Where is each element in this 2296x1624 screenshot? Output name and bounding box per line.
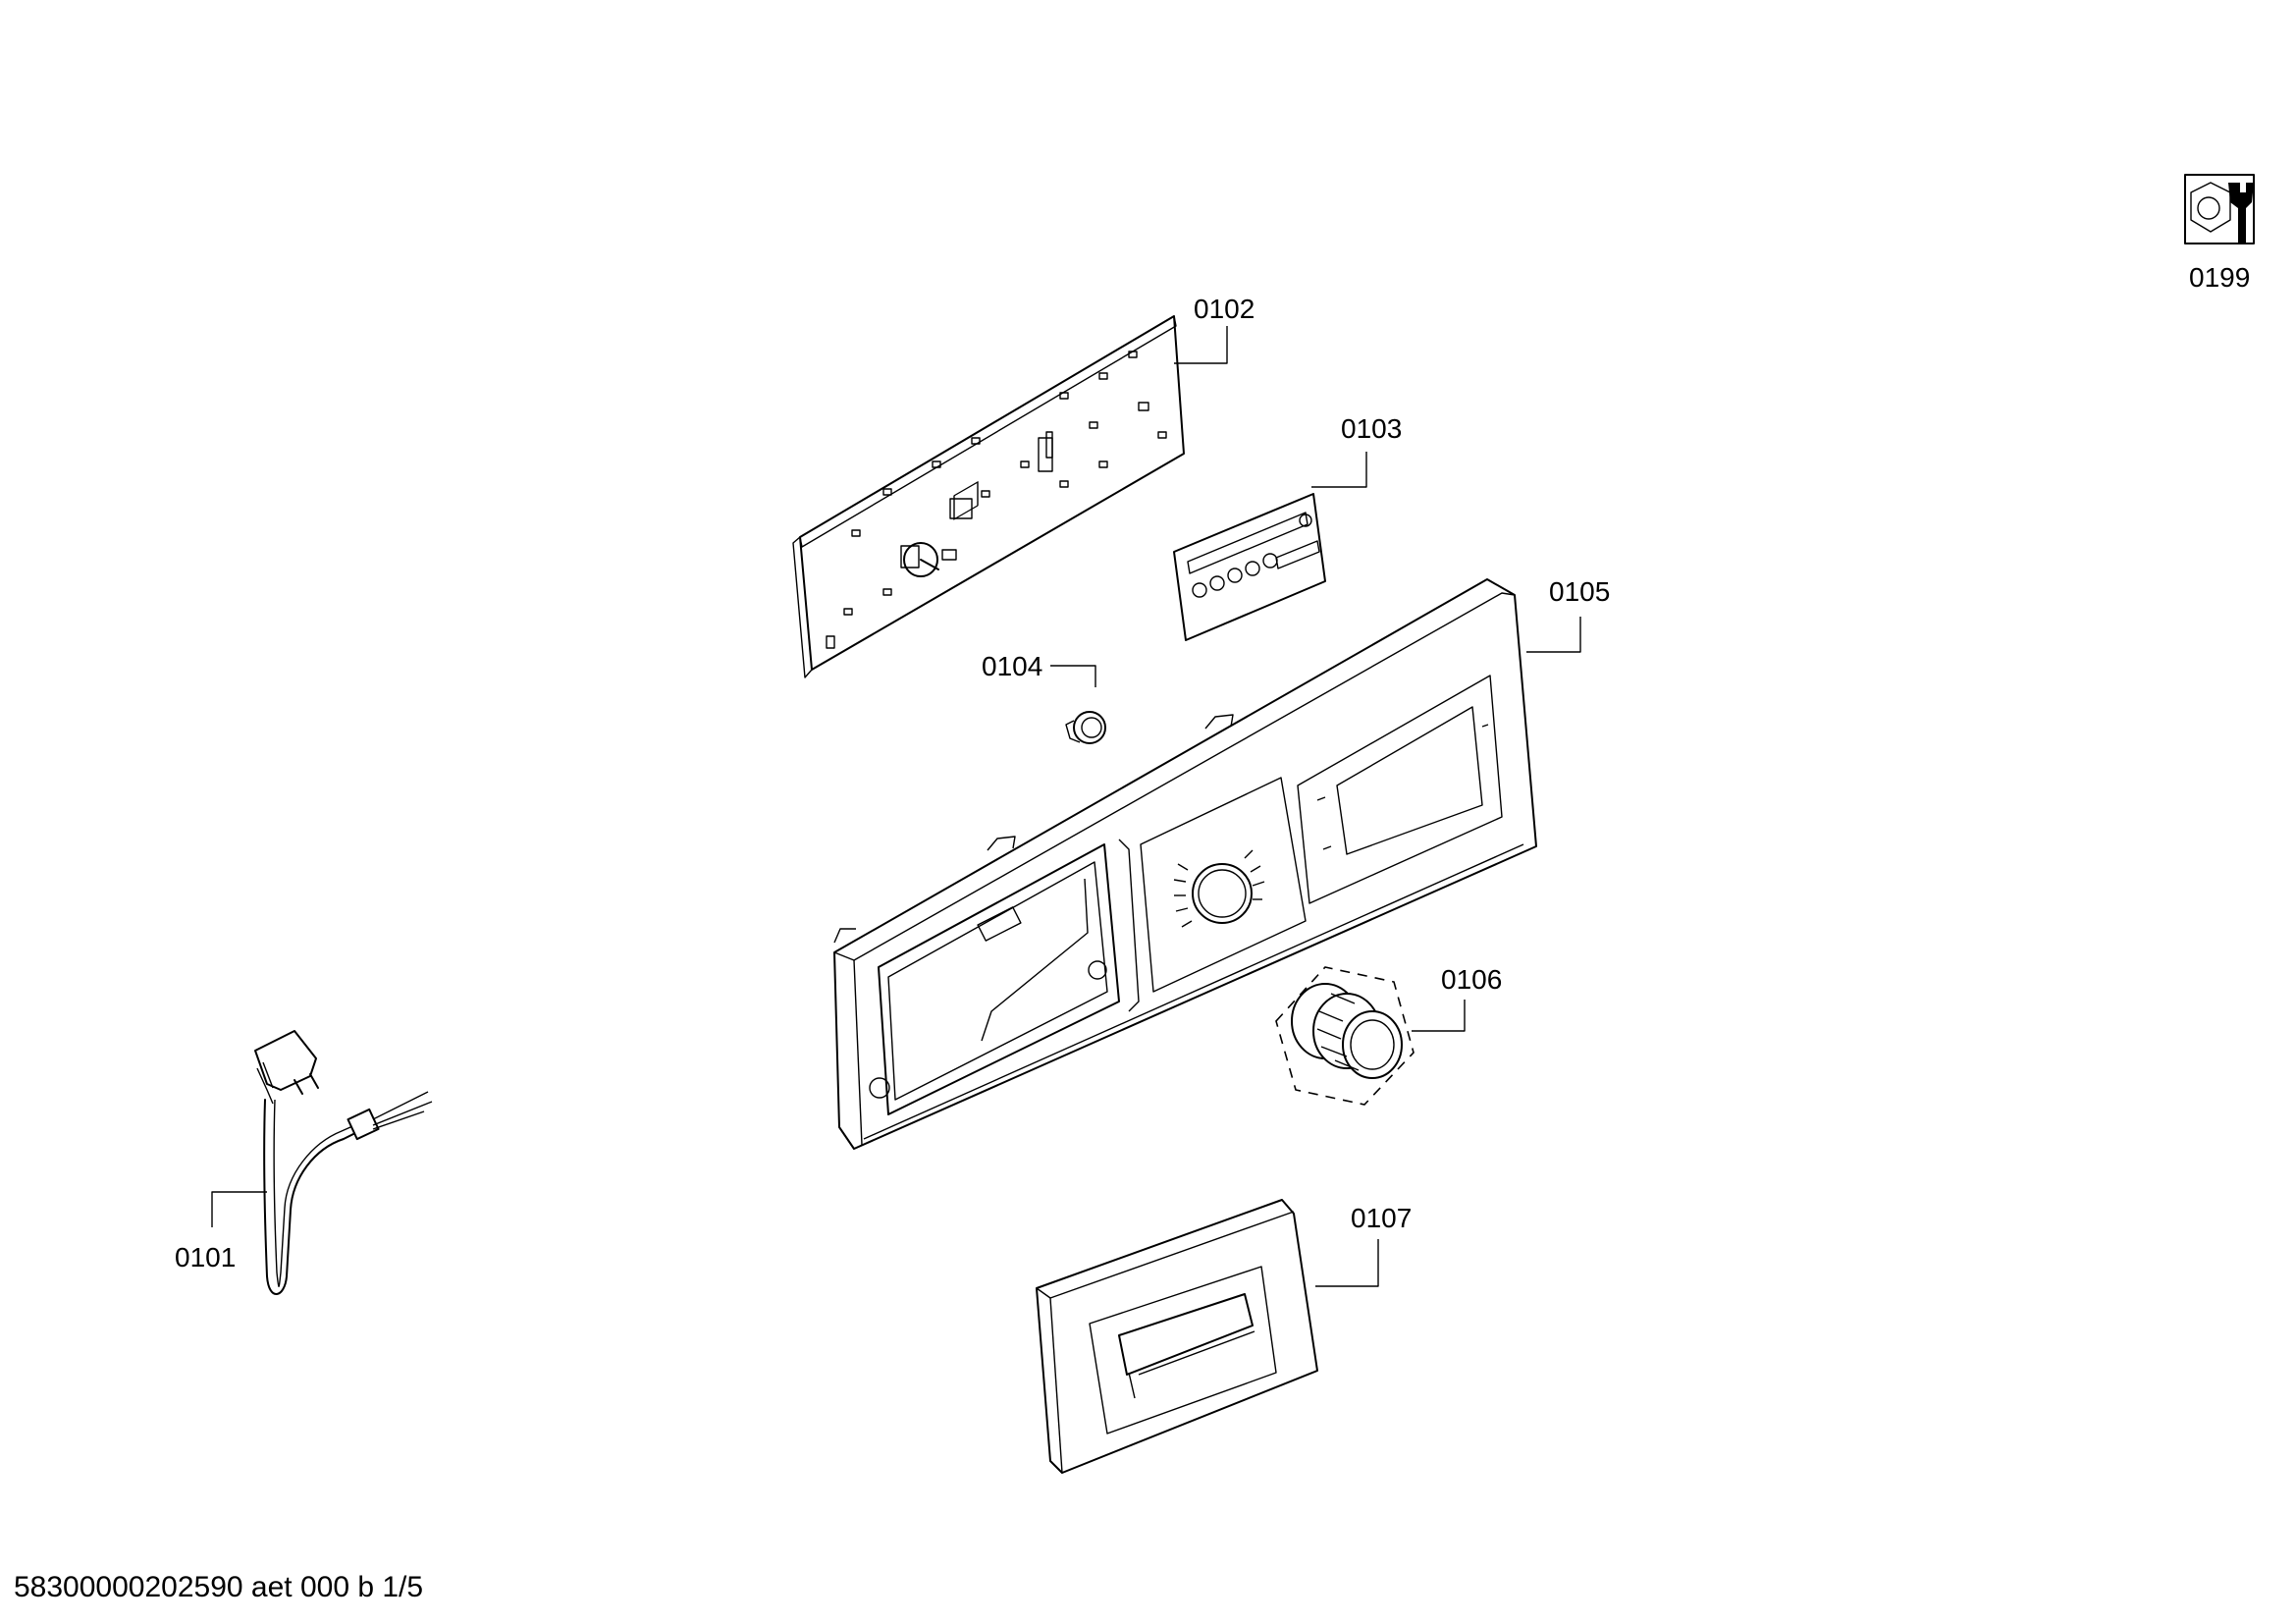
leader-0105 [1526, 617, 1581, 653]
label-0104[interactable]: 0104 [982, 651, 1042, 681]
label-0101[interactable]: 0101 [175, 1242, 236, 1272]
drawer-handle-part [1036, 1199, 1318, 1474]
label-0199[interactable]: 0199 [2189, 262, 2250, 293]
service-nut-wrench-icon[interactable] [2184, 174, 2255, 244]
display-foil-part [1173, 493, 1326, 641]
leader-0107 [1315, 1239, 1379, 1287]
label-0107[interactable]: 0107 [1351, 1203, 1412, 1233]
leader-0102 [1174, 326, 1228, 364]
control-pcb-part [792, 315, 1185, 678]
leader-0101 [211, 1191, 267, 1227]
label-0105[interactable]: 0105 [1549, 576, 1610, 607]
rotary-knob-part [1275, 966, 1415, 1106]
label-0106[interactable]: 0106 [1441, 964, 1502, 995]
leader-0106 [1412, 1000, 1466, 1032]
label-0103[interactable]: 0103 [1341, 413, 1402, 444]
leader-0103 [1311, 452, 1367, 488]
front-panel-fascia-part [833, 578, 1537, 1150]
label-0102[interactable]: 0102 [1194, 294, 1255, 324]
knob-bushing-part [1065, 711, 1106, 744]
document-reference-footer: 58300000202590 aet 000 b 1/5 [14, 1571, 423, 1603]
mains-cable-part [254, 1030, 433, 1295]
leader-0104 [1050, 665, 1096, 687]
